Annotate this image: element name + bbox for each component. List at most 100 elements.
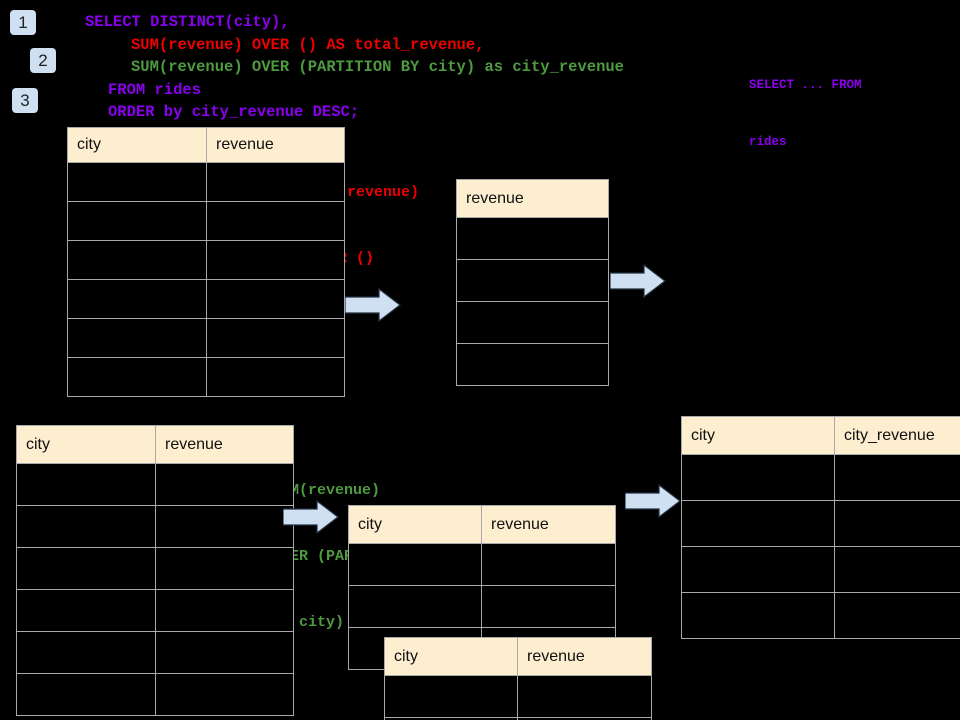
side-note-line-1: SELECT ... FROM [749, 78, 862, 92]
table-row [16, 589, 294, 632]
arrow-right-icon [624, 483, 681, 519]
column-header-city: city [384, 637, 518, 676]
step-badge-3-label: 3 [20, 91, 30, 110]
table-row [348, 543, 616, 586]
cell-revenue [206, 240, 345, 280]
table-row [456, 301, 609, 344]
cell-city [16, 505, 156, 548]
cell-city [681, 500, 835, 547]
cell-city [67, 162, 207, 202]
step-badge-2[interactable]: 2 [30, 48, 56, 73]
table-row [16, 463, 294, 506]
cell-revenue [456, 259, 609, 302]
cell-revenue [155, 463, 294, 506]
table-row [16, 631, 294, 674]
cell-city [67, 201, 207, 241]
table-row [681, 546, 960, 593]
cell-revenue [481, 543, 616, 586]
column-header-city: city [681, 416, 835, 455]
table-row [16, 505, 294, 548]
query-line-1: SELECT DISTINCT(city), [85, 13, 290, 31]
table-row [456, 217, 609, 260]
side-note-line-2: rides [749, 135, 787, 149]
cell-revenue [155, 589, 294, 632]
cell-city [67, 240, 207, 280]
column-header-revenue: revenue [206, 127, 345, 163]
arrow-right-svg [344, 287, 401, 323]
table-row [67, 240, 345, 280]
cell-revenue [155, 547, 294, 590]
column-header-revenue: revenue [456, 179, 609, 218]
table-row [348, 585, 616, 628]
cell-city [16, 589, 156, 632]
column-header-revenue: revenue [517, 637, 652, 676]
table-row-header: city revenue [67, 127, 345, 163]
cell-revenue [206, 162, 345, 202]
cell-revenue [206, 279, 345, 319]
table-row [456, 259, 609, 302]
column-header-city: city [16, 425, 156, 464]
column-header-revenue: revenue [155, 425, 294, 464]
cell-revenue [517, 675, 652, 718]
cell-city-revenue [834, 546, 960, 593]
cell-revenue [456, 217, 609, 260]
side-note-select-from: SELECT ... FROM rides [749, 38, 862, 190]
table-rides-top: city revenue [67, 127, 345, 397]
arrow-right-svg [624, 483, 681, 519]
arrow-right-svg [609, 263, 666, 299]
cell-city [67, 357, 207, 397]
cell-city [16, 673, 156, 716]
annotation-partition-line-1: SUM(revenue) [272, 482, 381, 499]
cell-city [16, 463, 156, 506]
table-row [681, 500, 960, 547]
cell-revenue [206, 201, 345, 241]
cell-city-revenue [834, 500, 960, 547]
cell-city-revenue [834, 592, 960, 639]
query-line-2: SUM(revenue) OVER () AS total_revenue, [131, 36, 485, 54]
step-badge-2-label: 2 [38, 51, 48, 70]
query-line-4: FROM rides [108, 81, 202, 99]
table-total-revenue: revenue [456, 179, 609, 386]
table-row [16, 673, 294, 716]
table-row [67, 279, 345, 319]
cell-city [384, 675, 518, 718]
cell-city [681, 592, 835, 639]
cell-city [681, 454, 835, 501]
cell-city [67, 318, 207, 358]
cell-revenue [481, 585, 616, 628]
table-row-header: revenue [456, 179, 609, 218]
table-row [67, 162, 345, 202]
arrow-right-icon [609, 263, 666, 299]
step-badge-1[interactable]: 1 [10, 10, 36, 35]
cell-revenue [155, 673, 294, 716]
table-row-header: city revenue [16, 425, 294, 464]
table-row-header: city revenue [384, 637, 652, 676]
table-row [16, 547, 294, 590]
cell-city [681, 546, 835, 593]
arrow-right-svg [282, 499, 339, 535]
cell-revenue [206, 318, 345, 358]
table-row [384, 717, 652, 720]
table-rides-bottom: city revenue [16, 425, 294, 716]
cell-revenue [517, 717, 652, 720]
table-row [456, 343, 609, 386]
table-row-header: city city_revenue [681, 416, 960, 455]
cell-city-revenue [834, 454, 960, 501]
column-header-revenue: revenue [481, 505, 616, 544]
column-header-city: city [67, 127, 207, 163]
query-line-5: ORDER by city_revenue DESC; [108, 103, 360, 121]
table-result: city city_revenue [681, 416, 960, 639]
arrow-right-icon [282, 499, 339, 535]
cell-city [348, 543, 482, 586]
table-partition-group-b: city revenue [384, 637, 652, 720]
cell-revenue [155, 631, 294, 674]
table-row [67, 318, 345, 358]
table-row [681, 454, 960, 501]
table-partition-group-a: city revenue [348, 505, 616, 670]
step-badge-3[interactable]: 3 [12, 88, 38, 113]
cell-city [16, 631, 156, 674]
column-header-city: city [348, 505, 482, 544]
table-row-header: city revenue [348, 505, 616, 544]
cell-city [348, 585, 482, 628]
